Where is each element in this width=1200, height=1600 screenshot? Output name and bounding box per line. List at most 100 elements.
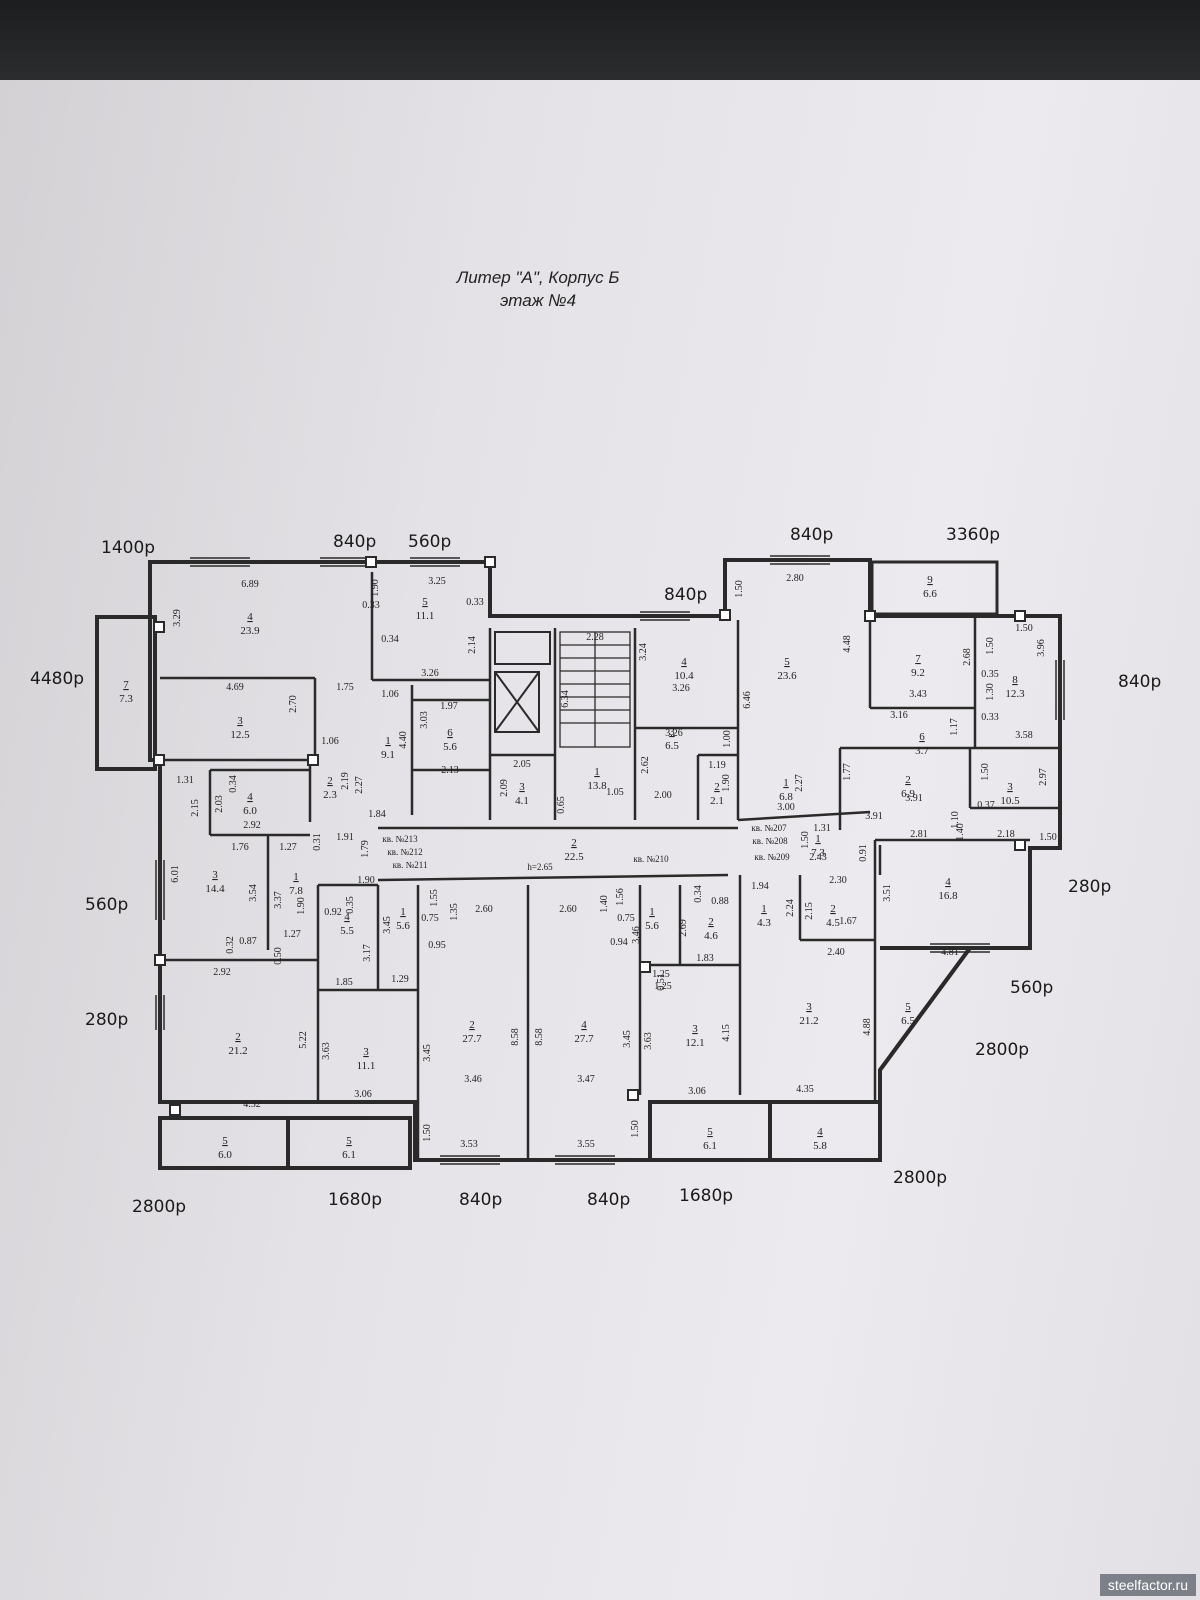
dimension-d117: 1.25 — [654, 981, 672, 992]
room-r1-area: 23.9 — [240, 625, 260, 637]
room-r14-area: 10.4 — [674, 670, 694, 682]
corridor-label-c6: кв. №208 — [752, 836, 788, 846]
room-r1-number: 4 — [247, 611, 253, 623]
dimension-d49: 2.60 — [475, 904, 493, 915]
dimension-d66: 2.00 — [654, 790, 672, 801]
dimension-d126: 3.46 — [464, 1074, 482, 1085]
dimension-d131: 4.15 — [721, 1024, 732, 1042]
room-r26-area: 16.8 — [938, 890, 958, 902]
dimension-d76: 0.35 — [981, 669, 999, 680]
room-r29-area: 5.5 — [340, 925, 354, 937]
dimension-d123: 3.45 — [422, 1044, 433, 1062]
dimension-d96: 2.81 — [910, 829, 928, 840]
corridor-label-c4: кв. №210 — [633, 854, 669, 864]
room-r24-area: 10.5 — [1000, 795, 1020, 807]
room-r20-number: 7 — [915, 653, 921, 665]
annotation-2800-a: 2800р — [975, 1040, 1030, 1060]
room-r11-area: 22.5 — [564, 851, 584, 863]
dimension-d105: 3.51 — [882, 884, 893, 902]
dimension-d21: 1.84 — [368, 809, 386, 820]
room-r9-area: 14.4 — [205, 883, 225, 895]
room-r35-number: 2 — [469, 1019, 475, 1031]
walls — [95, 555, 1065, 1170]
dimension-d138: 1.50 — [630, 1120, 641, 1138]
room-r40-number: 5 — [222, 1135, 228, 1147]
dimension-d70: 6.46 — [742, 691, 753, 709]
room-r13-area: 13.8 — [587, 780, 607, 792]
dimension-d111: 3.46 — [631, 926, 642, 944]
room-r7-area: 2.3 — [323, 789, 337, 801]
outer-wall — [148, 558, 1062, 1162]
annotation-560-a: 560р — [408, 532, 452, 552]
dimension-d10: 1.75 — [336, 682, 354, 693]
dimension-d103: 1.67 — [839, 916, 857, 927]
dimension-d43: 0.35 — [345, 896, 356, 914]
dimension-d30: 1.91 — [336, 832, 354, 843]
dimension-d125: 8.58 — [510, 1028, 521, 1046]
dimension-d94: 2.43 — [809, 852, 827, 863]
annotation-1680-a: 1680р — [328, 1190, 383, 1210]
dimension-d128: 3.47 — [577, 1074, 595, 1085]
dimension-d56: 2.09 — [499, 779, 510, 797]
dimension-d19: 2.19 — [340, 772, 351, 790]
room-r21-number: 8 — [1012, 674, 1018, 686]
room-r12-number: 3 — [519, 781, 525, 793]
dimension-d60: 3.26 — [672, 683, 690, 694]
dimension-d44: 3.45 — [382, 916, 393, 934]
dimension-d23: 0.34 — [228, 775, 239, 793]
dimension-d98: 1.50 — [1039, 832, 1057, 843]
room-r24-number: 3 — [1007, 781, 1013, 793]
room-r15-number: 3 — [669, 726, 675, 738]
annotation-840-f: 840р — [587, 1190, 631, 1210]
room-r26-number: 4 — [945, 876, 951, 888]
room-r40-area: 6.0 — [218, 1149, 232, 1161]
dimension-d87: 0.37 — [977, 800, 995, 811]
dimension-d42: 0.92 — [324, 907, 342, 918]
dimension-d18: 2.13 — [441, 765, 459, 776]
room-r7-number: 2 — [327, 775, 333, 787]
plan-title-line-1: Литер "А", Корпус Б — [456, 268, 620, 287]
dimension-d45: 1.55 — [429, 889, 440, 907]
room-r18-area: 6.8 — [779, 791, 793, 803]
corridor-label-c2: кв. №212 — [387, 847, 422, 857]
dimension-d91: 1.40 — [955, 823, 966, 841]
dimension-d85: 3.91 — [905, 793, 923, 804]
room-r22-number: 6 — [919, 731, 925, 743]
dimension-d28: 1.27 — [279, 842, 297, 853]
room-r20-area: 9.2 — [911, 667, 925, 679]
dimension-d1: 6.89 — [241, 579, 259, 590]
room-r33-number: 2 — [235, 1031, 241, 1043]
dimension-d9: 4.69 — [226, 682, 244, 693]
room-r39-number: 5 — [905, 1001, 911, 1013]
room-r35-area: 27.7 — [462, 1033, 482, 1045]
dimension-d88: 2.97 — [1038, 768, 1049, 786]
room-r4-number: 3 — [237, 715, 243, 727]
annotation-840-d: 840р — [1118, 672, 1162, 692]
dimension-d121: 4.32 — [243, 1099, 261, 1110]
room-r37-number: 3 — [692, 1023, 698, 1035]
room-r36-number: 4 — [581, 1019, 587, 1031]
room-r42-area: 6.1 — [703, 1140, 717, 1152]
annotation-280-a: 280р — [1068, 877, 1112, 897]
dimension-d11: 3.26 — [421, 668, 439, 679]
dimension-d84: 1.77 — [842, 763, 853, 781]
dimension-d83: 3.58 — [1015, 730, 1033, 741]
annotation-840-b: 840р — [790, 525, 834, 545]
corridor-label-c5: кв. №207 — [751, 823, 787, 833]
room-r42-number: 5 — [707, 1126, 713, 1138]
room-r19-number: 9 — [927, 574, 933, 586]
dimension-d53: 2.28 — [586, 632, 604, 643]
room-r13-number: 1 — [594, 766, 600, 778]
dimension-d100: 2.24 — [785, 899, 796, 917]
room-r32-number: 2 — [708, 916, 714, 928]
balcony-left — [95, 615, 157, 771]
dimension-d120: 5.22 — [298, 1031, 309, 1049]
room-r31-area: 5.6 — [645, 920, 659, 932]
background-top — [0, 0, 1200, 95]
annotation-4480: 4480р — [30, 669, 85, 689]
room-r10-area: 7.8 — [289, 885, 303, 897]
room-r10-number: 1 — [293, 871, 299, 883]
dimension-d6: 3.29 — [172, 609, 183, 627]
